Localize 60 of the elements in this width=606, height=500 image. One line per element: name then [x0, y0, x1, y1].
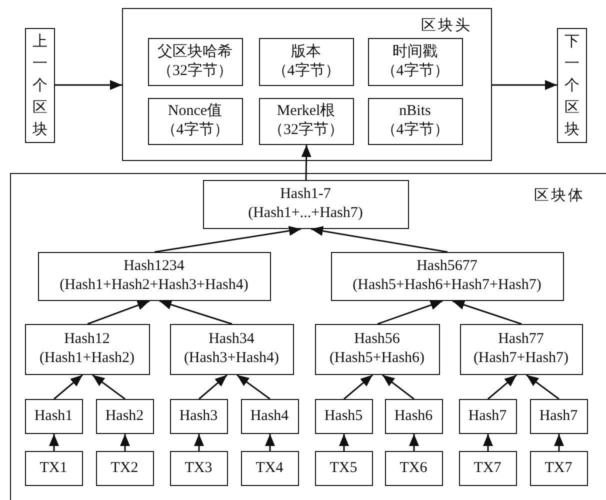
arrow: [120, 434, 130, 451]
arrow: [526, 374, 560, 400]
arrow: [483, 434, 493, 451]
arrow: [382, 374, 414, 400]
transaction-box: TX1: [24, 450, 82, 486]
hash-box: Hash34 (Hash3+Hash4): [170, 324, 294, 374]
field-box: 版本（4字节）: [258, 38, 354, 86]
arrow: [194, 434, 204, 451]
arrow: [409, 434, 419, 451]
field-box: nBits（4字节）: [368, 98, 462, 144]
hash-box: Hash1234 (Hash1+Hash2+Hash3+Hash4): [38, 252, 270, 300]
transaction-box: TX7: [530, 450, 588, 486]
arrow: [236, 374, 270, 400]
arrow: [92, 374, 126, 400]
field-box: Merkel根（32字节）: [258, 98, 354, 144]
hash-box: Hash6: [384, 398, 442, 434]
arrow: [87, 300, 150, 325]
hash-box: Hash56 (Hash5+Hash6): [314, 324, 440, 374]
hash-box: Hash1-7 (Hash1+...+Hash7): [202, 180, 408, 228]
transaction-box: TX4: [240, 450, 298, 486]
hash-box: Hash2: [96, 398, 154, 434]
arrow: [488, 374, 517, 400]
transaction-box: TX2: [96, 450, 154, 486]
arrow: [55, 80, 122, 90]
transaction-box: TX3: [170, 450, 228, 486]
arrow: [154, 226, 302, 253]
arrow: [49, 434, 59, 451]
field-box: Nonce值（4字节）: [148, 98, 242, 144]
arrow: [159, 300, 232, 325]
arrow: [554, 434, 564, 451]
field-box: 时间戳（4字节）: [368, 38, 462, 86]
arrow: [265, 434, 275, 451]
hash-box: Hash1: [24, 398, 82, 434]
block-box: 下一个区块: [557, 28, 587, 143]
arrow: [310, 226, 448, 253]
arrow: [198, 374, 228, 400]
hash-box: Hash4: [240, 398, 298, 434]
hash-box: Hash7: [458, 398, 516, 434]
panel-title: 区块头: [421, 18, 472, 34]
arrow: [492, 80, 557, 90]
block-box: 上一个区块: [25, 28, 55, 143]
header-box: [122, 8, 492, 161]
arrow: [344, 374, 373, 400]
field-box: 父区块哈希（32字节）: [148, 38, 242, 86]
transaction-box: TX7: [458, 450, 516, 486]
arrow: [339, 434, 349, 451]
hash-box: Hash12 (Hash1+Hash2): [24, 324, 150, 374]
transaction-box: TX6: [384, 450, 442, 486]
transaction-box: TX5: [314, 450, 372, 486]
hash-box: Hash7: [530, 398, 588, 434]
hash-box: Hash5677 (Hash5+Hash6+Hash7+Hash7): [330, 252, 564, 300]
hash-box: Hash77 (Hash7+Hash7): [460, 324, 582, 374]
hash-box: Hash5: [314, 398, 372, 434]
arrow: [377, 300, 443, 325]
panel-title: 区块体: [534, 188, 585, 204]
arrow: [54, 374, 83, 400]
body-panel: [10, 173, 606, 500]
hash-box: Hash3: [170, 398, 228, 434]
arrow: [452, 300, 522, 325]
arrow: [301, 144, 312, 180]
